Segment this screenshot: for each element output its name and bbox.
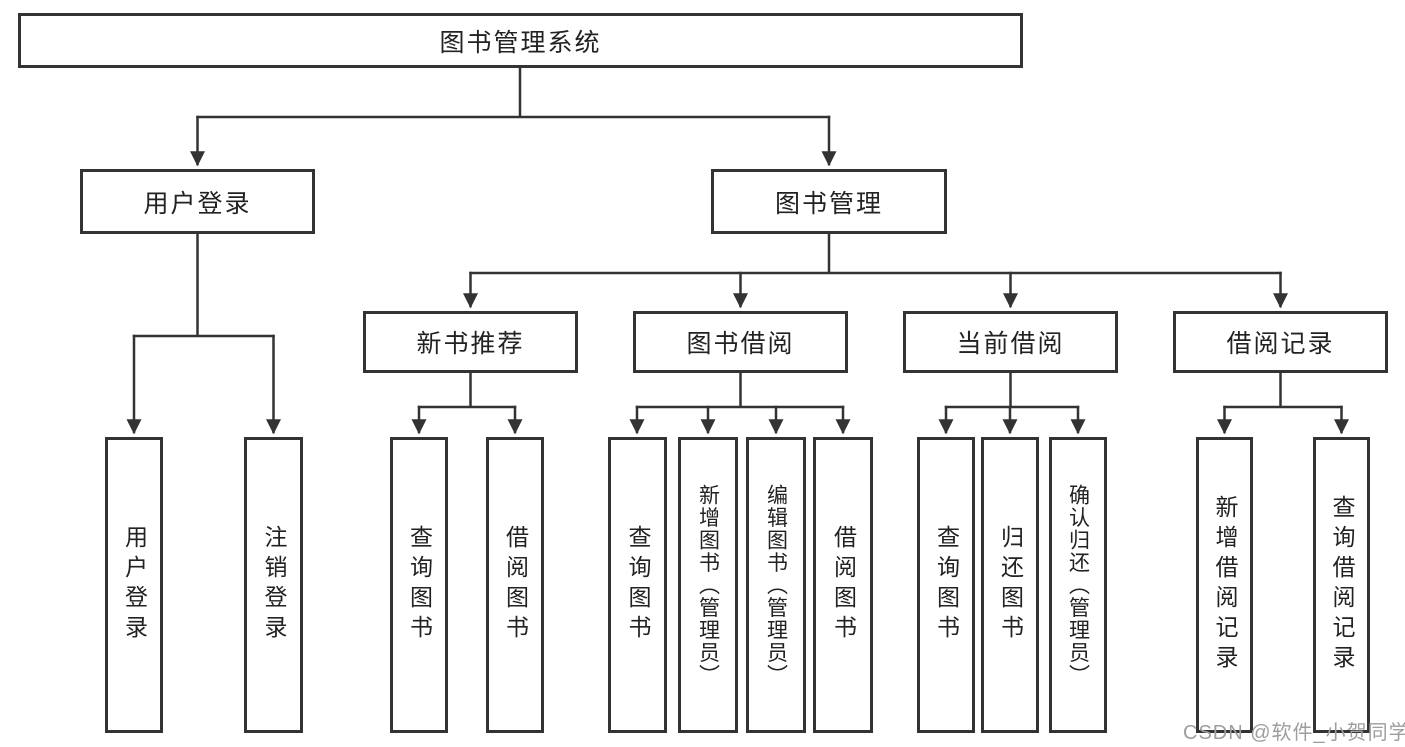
leaf-query-books-current: 查询图书 (917, 437, 975, 733)
node-label: 当前借阅 (956, 330, 1065, 358)
leaf-label: 查询图书 (625, 525, 651, 645)
leaf-label: 查询图书 (933, 525, 960, 645)
node-book-borrowing: 图书借阅 (633, 311, 848, 373)
leaf-label: 编辑图书（管理员） (764, 483, 788, 687)
node-book-management: 图书管理 (711, 169, 947, 234)
connector-new-book-branch (417, 368, 517, 409)
node-user-login: 用户登录 (80, 169, 315, 234)
leaf-borrow-books-recommend: 借阅图书 (486, 437, 544, 733)
leaf-query-books-borrowing: 查询图书 (608, 437, 667, 733)
leaf-logout: 注销登录 (244, 437, 303, 733)
leaf-label: 用户登录 (121, 525, 148, 645)
leaf-borrow-books-borrowing: 借阅图书 (813, 437, 873, 733)
leaf-confirm-return-admin: 确认归还（管理员） (1049, 437, 1107, 733)
connector-user-login-branch (132, 229, 275, 338)
leaf-label: 借阅图书 (502, 525, 529, 645)
leaf-edit-books-admin: 编辑图书（管理员） (746, 437, 806, 733)
leaf-add-books-admin: 新增图书（管理员） (678, 437, 738, 733)
leaf-return-books: 归还图书 (981, 437, 1039, 733)
leaf-add-borrow-record: 新增借阅记录 (1196, 437, 1253, 733)
csdn-watermark: CSDN @软件_小贺同学 (1183, 722, 1405, 744)
connector-borrowing-records-branch (1223, 368, 1343, 409)
node-label: 借阅记录 (1226, 330, 1335, 358)
leaf-query-borrow-record: 查询借阅记录 (1313, 437, 1370, 733)
leaf-label: 新增图书（管理员） (696, 483, 720, 687)
leaf-label: 确认归还（管理员） (1066, 483, 1090, 687)
leaf-label: 查询图书 (406, 525, 433, 645)
node-new-book-recommendation: 新书推荐 (363, 311, 578, 373)
node-label: 图书管理系统 (439, 28, 602, 57)
node-label: 新书推荐 (416, 330, 525, 358)
connector-current-borrowing-branch (944, 368, 1080, 409)
node-label: 图书借阅 (686, 330, 795, 358)
connector-root-branch (196, 64, 831, 119)
leaf-label: 查询借阅记录 (1329, 495, 1355, 675)
leaf-label: 归还图书 (997, 525, 1024, 645)
node-label: 图书管理 (774, 189, 883, 218)
leaf-label: 借阅图书 (830, 525, 857, 645)
connector-book-management-branch (469, 229, 1282, 275)
connector-book-borrowing-branch (635, 368, 845, 409)
node-label: 用户登录 (143, 189, 252, 218)
node-current-borrowing: 当前借阅 (903, 311, 1118, 373)
node-borrowing-records: 借阅记录 (1173, 311, 1388, 373)
leaf-query-books-recommend: 查询图书 (390, 437, 448, 733)
leaf-user-login: 用户登录 (105, 437, 163, 733)
leaf-label: 注销登录 (261, 525, 287, 645)
node-book-management-system: 图书管理系统 (18, 13, 1023, 68)
leaf-label: 新增借阅记录 (1212, 495, 1238, 675)
